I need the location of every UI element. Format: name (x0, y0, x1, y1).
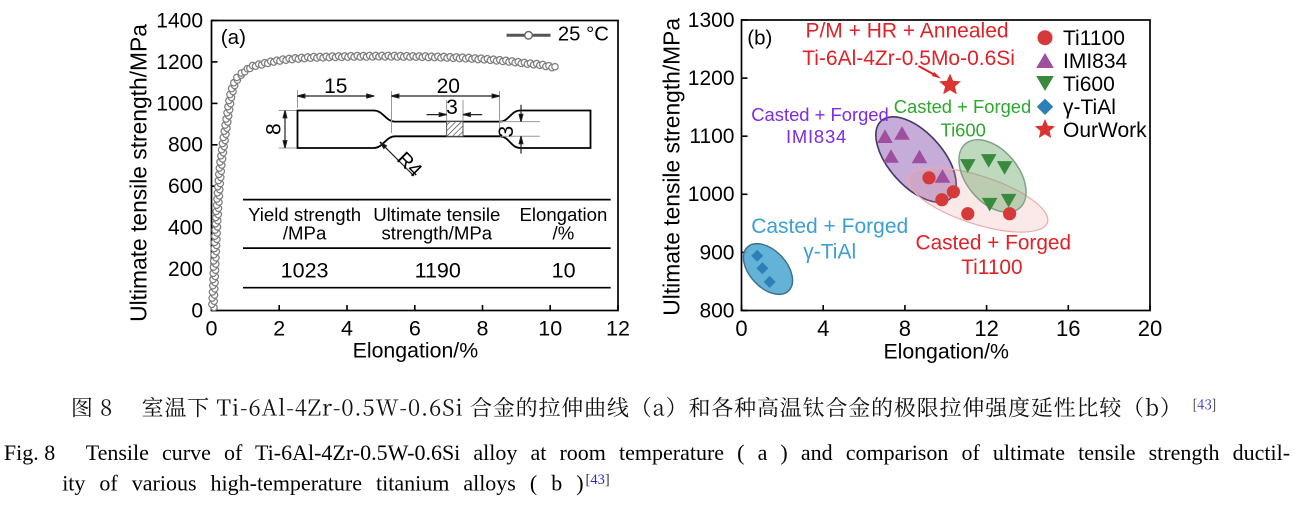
svg-text:8: 8 (477, 316, 489, 340)
svg-text:Ti600: Ti600 (1063, 73, 1115, 96)
svg-text:strength/MPa: strength/MPa (382, 222, 493, 243)
svg-text:8: 8 (899, 316, 911, 341)
svg-text:6: 6 (409, 316, 421, 340)
svg-text:/MPa: /MPa (283, 222, 327, 243)
svg-text:25 °C: 25 °C (558, 24, 609, 46)
svg-text:Casted + Forged: Casted + Forged (916, 232, 1072, 255)
svg-text:0: 0 (206, 316, 218, 340)
svg-text:4: 4 (341, 316, 353, 340)
svg-text:ity of various high-temperatur: ity of various high-temperature titanium… (62, 471, 583, 496)
svg-text:Elongation/%: Elongation/% (883, 340, 1009, 364)
svg-text:12: 12 (974, 316, 998, 341)
svg-text:Yield strength: Yield strength (248, 204, 361, 225)
svg-text:16: 16 (1056, 316, 1080, 341)
svg-text:20: 20 (437, 75, 460, 98)
svg-text:(a): (a) (221, 26, 246, 49)
svg-text:[43]: [43] (586, 472, 610, 488)
svg-text:10: 10 (538, 316, 562, 340)
svg-text:Casted + Forged: Casted + Forged (751, 104, 889, 125)
svg-text:12: 12 (606, 316, 630, 340)
svg-text:1000: 1000 (156, 92, 203, 115)
svg-text:Casted + Forged: Casted + Forged (894, 96, 1032, 117)
svg-text:600: 600 (168, 175, 203, 198)
svg-text:Ultimate tensile strength/MPa: Ultimate tensile strength/MPa (659, 18, 685, 316)
svg-text:900: 900 (699, 241, 734, 264)
svg-text:1400: 1400 (156, 9, 203, 32)
svg-text:1100: 1100 (689, 125, 734, 148)
svg-text:Ultimate tensile: Ultimate tensile (373, 204, 500, 225)
svg-text:Ti-6Al-4Zr-0.5Mo-0.6Si: Ti-6Al-4Zr-0.5Mo-0.6Si (802, 47, 1015, 70)
svg-text:Ti600: Ti600 (941, 120, 986, 141)
svg-text:4: 4 (817, 316, 829, 341)
svg-text:10: 10 (552, 259, 576, 283)
svg-text:3: 3 (446, 96, 458, 119)
svg-text:Casted + Forged: Casted + Forged (751, 215, 908, 238)
svg-text:15: 15 (324, 75, 347, 98)
svg-text:Tensile curve of Ti-6Al-4Zr-0.: Tensile curve of Ti-6Al-4Zr-0.5W-0.6Si a… (86, 440, 1290, 465)
svg-text:400: 400 (168, 217, 203, 240)
svg-text:(b): (b) (747, 27, 772, 50)
svg-text:Fig. 8: Fig. 8 (4, 440, 55, 465)
svg-text:Ultimate tensile strength/MPa: Ultimate tensile strength/MPa (125, 24, 151, 322)
svg-text:Ti1100: Ti1100 (961, 256, 1022, 279)
svg-text:200: 200 (168, 258, 203, 281)
svg-text:/%: /% (553, 222, 575, 243)
svg-text:1190: 1190 (415, 259, 461, 283)
svg-text:1023: 1023 (281, 259, 329, 283)
svg-text:800: 800 (168, 134, 203, 157)
svg-text:2: 2 (273, 316, 285, 340)
svg-text:Elongation: Elongation (519, 204, 607, 225)
svg-text:1300: 1300 (688, 9, 735, 32)
svg-text:Ti1100: Ti1100 (1063, 27, 1125, 50)
svg-text:Elongation/%: Elongation/% (353, 339, 479, 363)
svg-text:γ-TiAl: γ-TiAl (1063, 96, 1116, 119)
svg-text:IMI834: IMI834 (786, 126, 847, 147)
svg-text:8: 8 (263, 123, 286, 135)
svg-text:IMI834: IMI834 (1063, 50, 1128, 73)
svg-text:R4: R4 (392, 148, 426, 182)
svg-text:1200: 1200 (156, 51, 203, 74)
svg-text:0: 0 (735, 316, 747, 341)
svg-text:3: 3 (495, 126, 518, 138)
svg-text:1000: 1000 (688, 183, 735, 206)
svg-text:P/M + HR + Annealed: P/M + HR + Annealed (805, 20, 1008, 43)
svg-text:0: 0 (191, 299, 203, 322)
svg-text:20: 20 (1138, 316, 1162, 341)
svg-text:800: 800 (699, 299, 734, 322)
svg-text:γ-TiAl: γ-TiAl (803, 240, 856, 263)
svg-text:1200: 1200 (688, 67, 735, 90)
svg-text:OurWork: OurWork (1063, 119, 1147, 142)
